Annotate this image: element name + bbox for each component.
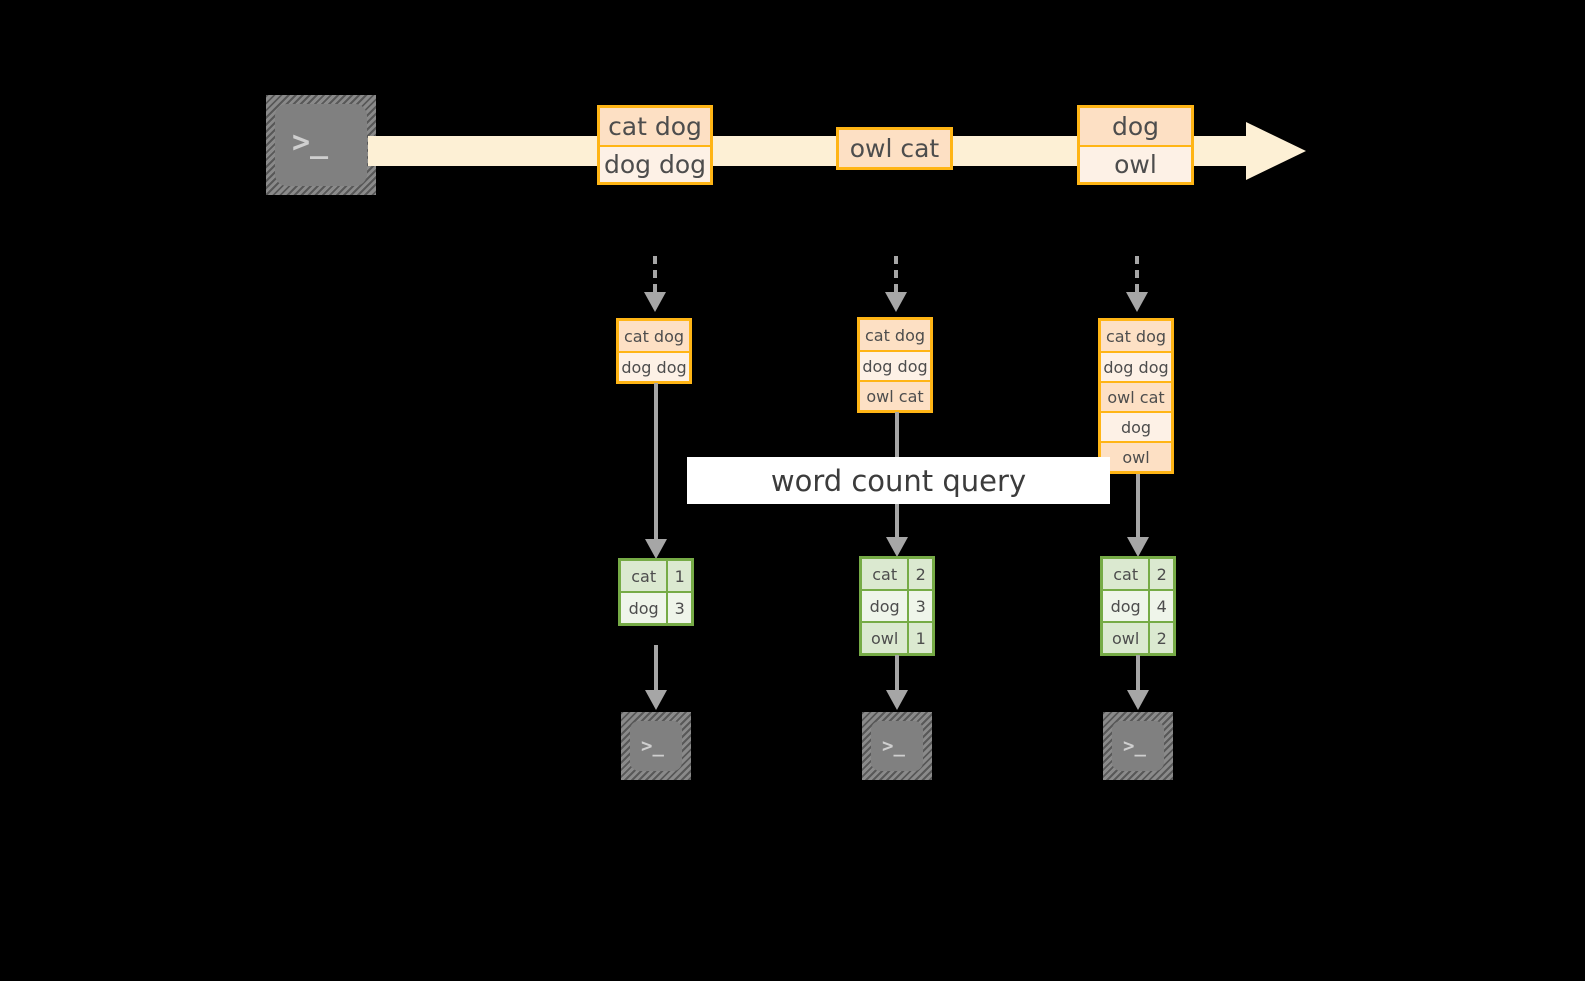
stream-event-line: owl — [1080, 145, 1191, 182]
result-to-sink-line-1 — [654, 645, 658, 693]
result-word: dog — [621, 593, 667, 623]
snapshot-line: dog dog — [1101, 351, 1171, 381]
stream-to-snapshot-line-2 — [894, 256, 898, 292]
result-to-sink-arrowhead-1 — [645, 690, 667, 710]
stream-event-line: owl cat — [839, 130, 950, 167]
result-to-sink-line-2 — [895, 655, 899, 693]
result-table-2: cat 2 dog 3 owl 1 — [859, 556, 935, 656]
result-to-sink-line-3 — [1136, 655, 1140, 693]
snapshot-to-result-arrowhead-3 — [1127, 537, 1149, 557]
table-row: owl 2 — [1103, 621, 1173, 653]
stream-event-box-3: dog owl — [1077, 105, 1194, 185]
stream-event-line: cat dog — [600, 108, 710, 145]
snapshot-line: owl cat — [1101, 381, 1171, 411]
terminal-prompt-glyph: >_ — [292, 125, 329, 160]
snapshot-to-result-line-1 — [654, 383, 658, 543]
result-to-sink-arrowhead-3 — [1127, 690, 1149, 710]
query-label: word count query — [687, 457, 1110, 504]
snapshot-to-result-line-3 — [1136, 474, 1140, 543]
stream-to-snapshot-arrowhead-2 — [885, 292, 907, 312]
snapshot-to-result-arrowhead-2 — [886, 537, 908, 557]
table-row: cat 2 — [1103, 559, 1173, 589]
terminal-screen: >_ — [275, 104, 367, 186]
snapshot-line: owl cat — [860, 380, 930, 410]
snapshot-line: owl — [1101, 441, 1171, 471]
table-row: dog 3 — [862, 589, 932, 621]
terminal-prompt-glyph: >_ — [641, 735, 664, 757]
terminal-prompt-glyph: >_ — [882, 735, 905, 757]
stream-event-line: dog dog — [600, 145, 710, 182]
snapshot-box-1: cat dog dog dog — [616, 318, 692, 384]
snapshot-box-2: cat dog dog dog owl cat — [857, 317, 933, 413]
result-word: dog — [1103, 591, 1149, 621]
stream-event-box-1: cat dog dog dog — [597, 105, 713, 185]
result-word: cat — [621, 561, 667, 591]
stream-to-snapshot-arrowhead-3 — [1126, 292, 1148, 312]
result-count: 3 — [666, 593, 691, 623]
snapshot-line: dog dog — [860, 350, 930, 380]
sink-terminal-icon-3: >_ — [1103, 712, 1173, 780]
stream-event-line: dog — [1080, 108, 1191, 145]
snapshot-to-result-arrowhead-1 — [645, 539, 667, 559]
source-terminal-icon: >_ — [266, 95, 376, 195]
result-word: owl — [1103, 623, 1149, 653]
result-count: 1 — [666, 561, 691, 591]
stream-arrow-head — [1246, 122, 1306, 180]
result-word: cat — [1103, 559, 1149, 589]
table-row: dog 4 — [1103, 589, 1173, 621]
terminal-screen: >_ — [630, 721, 682, 771]
result-count: 2 — [907, 559, 932, 589]
snapshot-line: cat dog — [1101, 321, 1171, 351]
result-count: 2 — [1148, 623, 1173, 653]
snapshot-line: dog — [1101, 411, 1171, 441]
result-table-1: cat 1 dog 3 — [618, 558, 694, 626]
result-word: cat — [862, 559, 908, 589]
stream-to-snapshot-line-3 — [1135, 256, 1139, 292]
terminal-screen: >_ — [1112, 721, 1164, 771]
result-table-3: cat 2 dog 4 owl 2 — [1100, 556, 1176, 656]
terminal-prompt-glyph: >_ — [1123, 735, 1146, 757]
stream-to-snapshot-line-1 — [653, 256, 657, 292]
stream-to-snapshot-arrowhead-1 — [644, 292, 666, 312]
table-row: owl 1 — [862, 621, 932, 653]
result-count: 1 — [907, 623, 932, 653]
table-row: cat 1 — [621, 561, 691, 591]
table-row: cat 2 — [862, 559, 932, 589]
query-label-text: word count query — [770, 463, 1027, 498]
snapshot-line: cat dog — [619, 321, 689, 351]
stream-event-box-2: owl cat — [836, 127, 953, 170]
sink-terminal-icon-2: >_ — [862, 712, 932, 780]
result-word: owl — [862, 623, 908, 653]
snapshot-box-3: cat dog dog dog owl cat dog owl — [1098, 318, 1174, 474]
result-to-sink-arrowhead-2 — [886, 690, 908, 710]
snapshot-line: cat dog — [860, 320, 930, 350]
table-row: dog 3 — [621, 591, 691, 623]
sink-terminal-icon-1: >_ — [621, 712, 691, 780]
result-count: 4 — [1148, 591, 1173, 621]
snapshot-line: dog dog — [619, 351, 689, 381]
result-word: dog — [862, 591, 908, 621]
result-count: 2 — [1148, 559, 1173, 589]
result-count: 3 — [907, 591, 932, 621]
terminal-screen: >_ — [871, 721, 923, 771]
